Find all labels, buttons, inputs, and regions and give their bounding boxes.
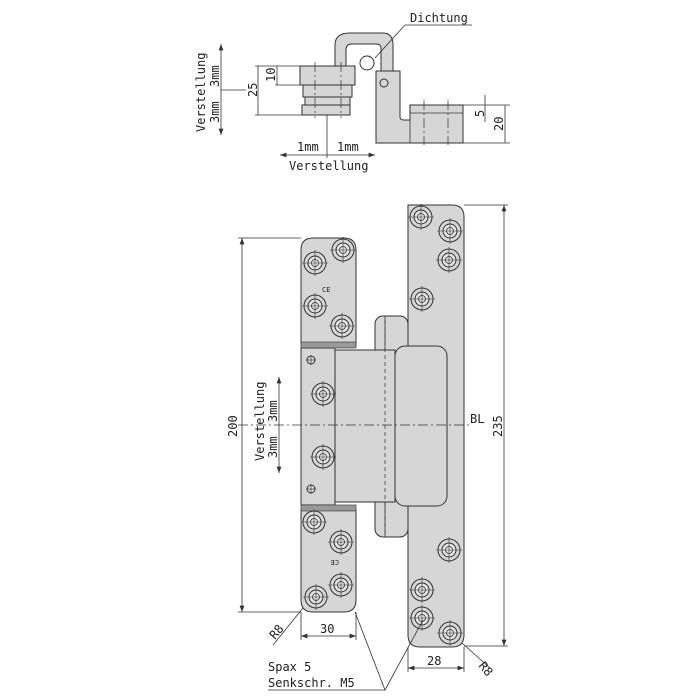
vertical-adjust-up: 3mm — [208, 65, 222, 87]
small-screw-icon — [306, 355, 316, 365]
frame-block-step — [304, 96, 351, 106]
dim-10: 10 — [264, 68, 278, 82]
frame-block-bolts — [301, 104, 351, 116]
mark-top: CE — [322, 286, 330, 294]
radius-right-leader — [461, 642, 491, 669]
screw-icon — [436, 537, 462, 563]
screw-icon — [409, 286, 435, 312]
screw-icon — [330, 237, 356, 263]
screw-note-2: Senkschr. M5 — [268, 676, 355, 690]
top-view: Dichtung Verstellung 3mm 3mm 25 10 1mm 1… — [194, 11, 510, 173]
screw-icon — [310, 444, 336, 470]
small-screw-icon — [306, 484, 316, 494]
lateral-adjust-right: 1mm — [337, 140, 359, 154]
front-view: CE CE BL 200 235 Verstellung 3mm 3mm 30 … — [226, 204, 508, 691]
adjust-down: 3mm — [266, 436, 280, 458]
dim-5: 5 — [473, 110, 487, 117]
screws — [301, 204, 463, 646]
dim-20: 20 — [492, 117, 506, 131]
screw-icon — [437, 218, 463, 244]
seal-label: Dichtung — [410, 11, 468, 25]
hinge-body-left — [300, 347, 336, 506]
dim-25: 25 — [246, 83, 260, 97]
screw-icon — [328, 572, 354, 598]
dim-28: 28 — [427, 654, 441, 668]
screw-icon — [328, 529, 354, 555]
dim-30: 30 — [320, 622, 334, 636]
screw-icon — [408, 204, 434, 230]
screw-icon — [310, 381, 336, 407]
knuckle-top — [300, 341, 357, 349]
seal — [359, 55, 375, 71]
screw-icon — [436, 247, 462, 273]
screw-icon — [409, 577, 435, 603]
screw-icon — [437, 620, 463, 646]
vertical-adjust-down: 3mm — [208, 101, 222, 123]
dim-200: 200 — [226, 415, 240, 437]
adjust-up: 3mm — [266, 400, 280, 422]
vertical-adjust-label: Verstellung — [194, 53, 208, 132]
seal-leader — [374, 24, 472, 59]
hinge-body-right — [394, 345, 448, 507]
frame-block-step — [302, 84, 353, 98]
frame-block — [299, 65, 356, 86]
mark-bottom: CE — [331, 558, 339, 566]
screw-icon — [302, 250, 328, 276]
lateral-adjust-left: 1mm — [297, 140, 319, 154]
hinge-body-middle — [334, 349, 396, 503]
screw-icon — [329, 313, 355, 339]
screw-icon — [301, 509, 327, 535]
radius-right: R8 — [476, 659, 496, 679]
knuckle-bottom — [300, 504, 357, 512]
lateral-adjust-label: Verstellung — [289, 159, 368, 173]
screw-note-1: Spax 5 — [268, 660, 311, 674]
bl-label: BL — [470, 412, 484, 426]
screw-icon — [303, 584, 329, 610]
adjust-screw-icon — [379, 78, 389, 88]
adjust-label: Verstellung — [253, 382, 267, 461]
door-side-plate — [375, 70, 464, 144]
radius-left-leader — [272, 607, 304, 646]
screw-icon — [302, 293, 328, 319]
dim-235: 235 — [491, 415, 505, 437]
radius-left: R8 — [267, 622, 287, 642]
